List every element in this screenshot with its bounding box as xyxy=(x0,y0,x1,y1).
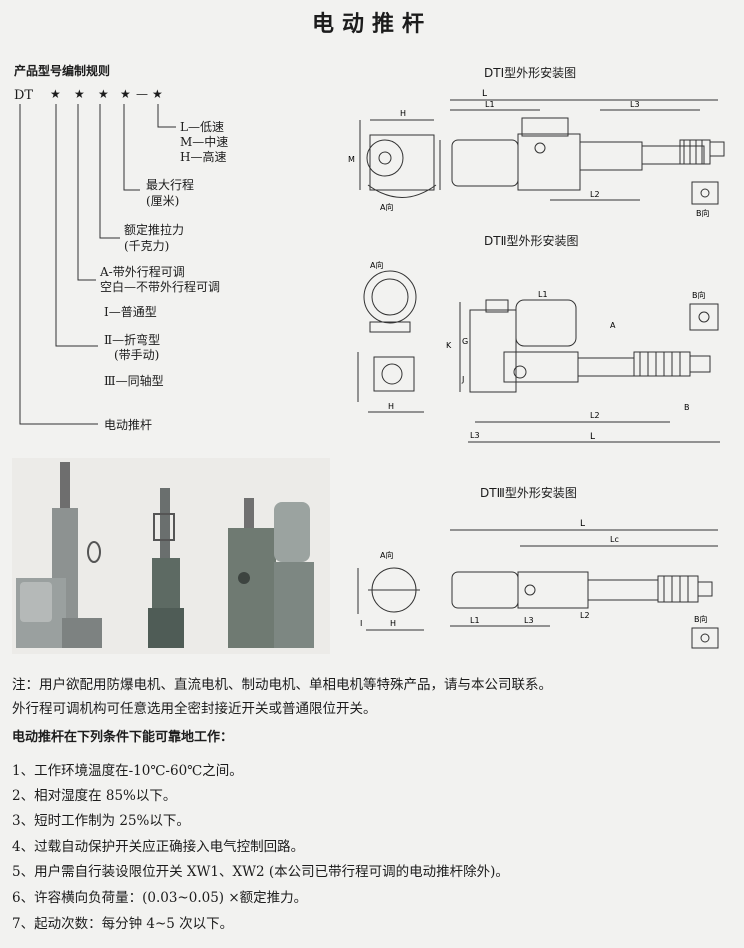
d3-dim-l: L xyxy=(580,519,585,529)
d3-dim-lc: Lc xyxy=(610,535,619,544)
note-1: 注：用户欲配用防爆电机、直流电机、制动电机、单相电机等特殊产品，请与本公司联系。 xyxy=(12,677,552,693)
star-1: ★ xyxy=(50,87,61,101)
condition-3: 3、短时工作制为 25%以下。 xyxy=(12,813,190,829)
d2-dim-k: K xyxy=(446,341,452,350)
d3-dim-i: I xyxy=(360,619,362,628)
star-5: ★ xyxy=(152,87,163,101)
speed-high: H—高速 xyxy=(180,150,227,164)
condition-4: 4、过载自动保护开关应正确接入电气控制回路。 xyxy=(12,839,305,855)
thrust-unit: (千克力) xyxy=(124,239,170,253)
dim-l: L xyxy=(482,89,487,99)
drawing-1: L L1 L2 L3 A向 B向 H M xyxy=(348,89,725,218)
star-4: ★ xyxy=(120,87,131,101)
star-2: ★ xyxy=(74,87,85,101)
stroke-unit: (厘米) xyxy=(146,194,180,208)
d2-dim-l2: L2 xyxy=(590,411,600,420)
speed-low: L—低速 xyxy=(180,120,224,134)
stroke-label: 最大行程 xyxy=(146,178,195,192)
actuator-photo-2 xyxy=(148,488,184,648)
star-3: ★ xyxy=(98,87,109,101)
d2-dim-a: A xyxy=(610,321,616,330)
condition-6: 6、许容横向负荷量：(0.03~0.05) ×额定推力。 xyxy=(12,890,308,906)
actuator-photo-1 xyxy=(16,462,102,648)
d3-dim-l1: L1 xyxy=(470,616,480,625)
d3-a-view: A向 xyxy=(380,550,393,560)
thrust-label: 额定推拉力 xyxy=(124,223,185,237)
d3-b-view: B向 xyxy=(694,614,708,624)
dim-l2: L2 xyxy=(590,190,600,199)
coding-tree-lines xyxy=(19,104,176,425)
type-2: Ⅱ—折弯型 xyxy=(104,333,161,347)
condition-2: 2、相对湿度在 85%以下。 xyxy=(12,788,177,804)
d3-dim-l3: L3 xyxy=(524,616,534,625)
speed-mid: M—中速 xyxy=(180,135,229,149)
model-prefix: DT xyxy=(14,88,34,103)
drawing-3: A向 B向 L Lc L1 L2 L3 H I xyxy=(357,519,719,649)
condition-5: 5、用户需自行装设限位开关 XW1、XW2 (本公司已带行程可调的电动推杆除外)… xyxy=(12,864,509,880)
coding-rule-title: 产品型号编制规则 xyxy=(14,64,111,78)
dim-m: M xyxy=(348,155,355,164)
product-photos xyxy=(12,458,330,654)
dim-a-view: A向 xyxy=(380,202,393,212)
type-3: Ⅲ—同轴型 xyxy=(104,374,164,388)
dim-b-view: B向 xyxy=(696,208,710,218)
d2-dim-j: J xyxy=(461,375,464,384)
drawing-2: A向 B向 L L1 L2 L3 K G J H A B xyxy=(357,260,720,443)
type-1: Ⅰ—普通型 xyxy=(104,305,157,319)
dim-h: H xyxy=(400,109,406,118)
type-2-note: (带手动) xyxy=(114,348,160,362)
adjust-none: 空白—不带外行程可调 xyxy=(100,280,221,294)
d2-dim-l: L xyxy=(590,432,595,442)
d3-dim-l2: L2 xyxy=(580,611,590,620)
drawing-3-title: DTⅢ型外形安装图 xyxy=(480,486,577,500)
d2-dim-g: G xyxy=(462,337,468,346)
page-title: 电动推杆 xyxy=(311,11,432,37)
drawing-2-title: DTⅡ型外形安装图 xyxy=(484,234,579,248)
product-name: 电动推杆 xyxy=(104,418,153,432)
d3-dim-h: H xyxy=(390,619,396,628)
adjust-a: A-带外行程可调 xyxy=(100,265,185,279)
d2-dim-l1: L1 xyxy=(538,290,548,299)
dim-l1: L1 xyxy=(485,100,495,109)
actuator-photo-3 xyxy=(228,498,314,648)
d2-b-view: B向 xyxy=(692,290,706,300)
dim-l3: L3 xyxy=(630,100,640,109)
condition-1: 1、工作环境温度在-10℃-60℃之间。 xyxy=(12,763,243,779)
d2-a-view: A向 xyxy=(370,260,383,270)
d2-dim-h: H xyxy=(388,402,394,411)
d2-dim-l3: L3 xyxy=(470,431,480,440)
conditions-title: 电动推杆在下列条件下能可靠地工作： xyxy=(12,730,234,745)
drawing-1-title: DTⅠ型外形安装图 xyxy=(484,66,577,80)
note-2: 外行程可调机构可任意选用全密封接近开关或普通限位开关。 xyxy=(12,701,377,717)
d2-dim-b: B xyxy=(684,403,690,412)
condition-7: 7、起动次数：每分钟 4~5 次以下。 xyxy=(12,916,234,932)
code-dash: — xyxy=(136,87,148,101)
